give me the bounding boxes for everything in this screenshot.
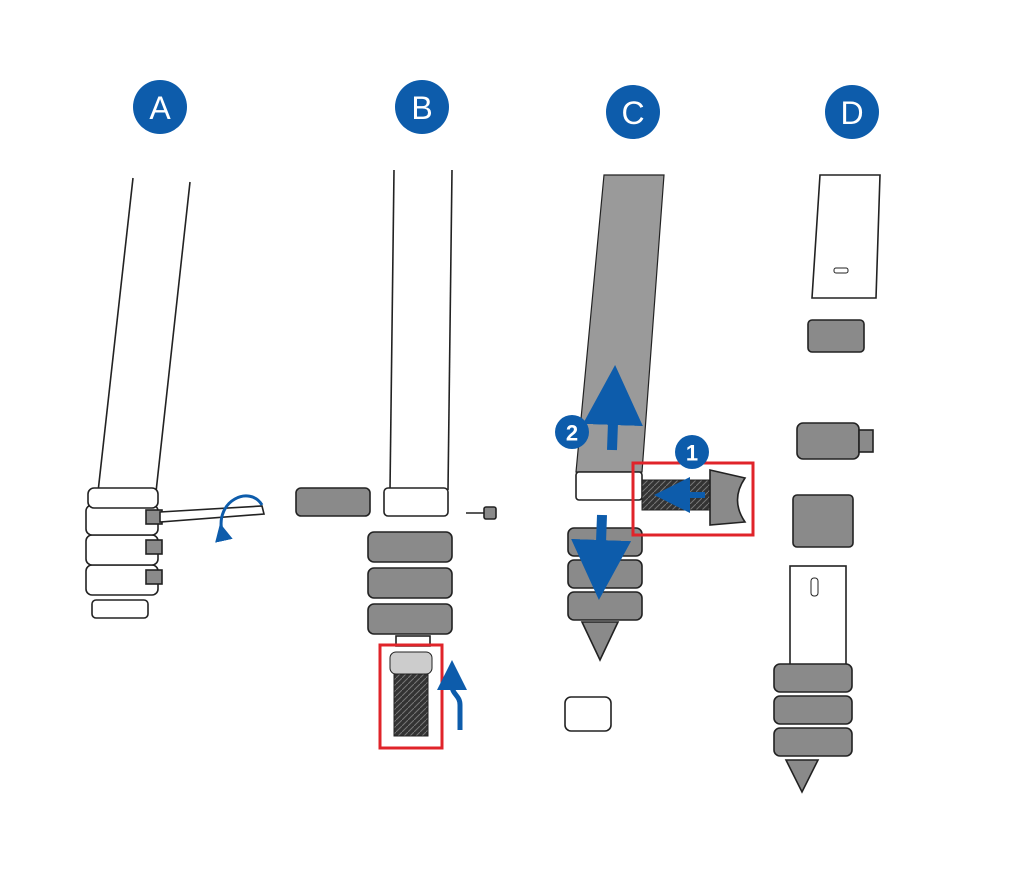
down-arrow-icon: [571, 514, 632, 600]
panel-b-clamps: [367, 487, 453, 647]
removed-cap-part: [564, 696, 612, 732]
insert-arrow-icon: [437, 660, 467, 730]
panel-label-d-text: D: [840, 95, 863, 131]
panel-a-tube: [97, 177, 191, 493]
step-badge-1: 1: [675, 435, 709, 469]
up-arrow-icon: [582, 365, 643, 451]
hex-key-icon: [159, 505, 266, 523]
highlight-box-b: [378, 643, 444, 750]
panel-label-b: B: [395, 80, 449, 134]
rotate-arrow-icon: [215, 494, 264, 543]
panel-c-tube: [575, 174, 665, 473]
spike-insert-part: [389, 651, 433, 737]
screw-icon: [466, 506, 497, 520]
panel-d-clamp: [796, 422, 874, 460]
panel-d-ring: [807, 319, 865, 353]
panel-d-sleeve: [792, 494, 854, 548]
panel-label-a: A: [133, 80, 187, 134]
panel-label-d: D: [825, 85, 879, 139]
step-badge-2: 2: [555, 415, 589, 449]
panel-label-c: C: [606, 85, 660, 139]
panel-label-b-text: B: [411, 90, 432, 126]
panel-b-tube: [389, 169, 453, 491]
panel-d-clamps: [773, 663, 853, 794]
panel-label-a-text: A: [149, 90, 171, 126]
panel-a-clamps: [85, 487, 163, 619]
panel-d-lower-tube: [789, 565, 847, 667]
panel-d-upper-tube: [811, 174, 881, 299]
panel-label-c-text: C: [621, 95, 644, 131]
end-cap-part: [295, 487, 371, 517]
step-badge-1-text: 1: [686, 441, 698, 466]
step-badge-2-text: 2: [566, 421, 578, 446]
